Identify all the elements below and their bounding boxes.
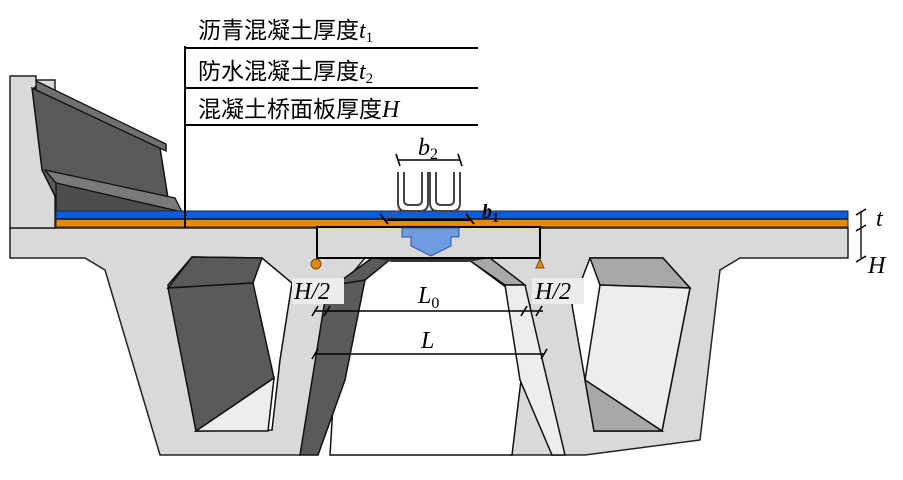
wheel-right-icon	[429, 172, 461, 212]
legend-waterproof: 防水混凝土厚度t2	[198, 59, 373, 87]
dual-wheel-load	[385, 172, 471, 221]
right-box-cell	[571, 257, 692, 433]
layer-legend: 沥青混凝土厚度t1 防水混凝土厚度t2 混凝土桥面板厚度H	[184, 18, 478, 228]
crash-barrier	[31, 79, 184, 213]
dimension-L: L	[311, 328, 548, 360]
design-strip	[310, 226, 545, 270]
label-b2: b2	[418, 135, 438, 163]
dimension-L0: H/2 H/2 L0	[292, 278, 584, 317]
legend-asphalt: 沥青混凝土厚度t1	[198, 18, 373, 46]
right-cell-floor	[583, 378, 665, 432]
label-b1: b1	[482, 201, 499, 226]
label-L0: L0	[417, 283, 439, 312]
central-right-web-face	[504, 284, 566, 456]
left-cell-floor	[193, 376, 275, 432]
label-half-thickness-right: H/2	[534, 279, 571, 305]
left-box-cell	[166, 256, 293, 433]
label-half-thickness-left: H/2	[293, 279, 330, 305]
roller-support-icon	[535, 257, 545, 269]
asphalt-layer	[55, 210, 849, 220]
label-H: H	[867, 253, 887, 279]
label-L: L	[420, 328, 434, 354]
label-t: t	[876, 206, 884, 232]
load-distribution-shape	[401, 227, 460, 257]
central-opening	[299, 257, 566, 456]
dimension-t-H: t H	[855, 206, 887, 279]
wheel-left-icon	[397, 172, 429, 212]
pin-support-icon	[310, 258, 322, 270]
dimension-b2: b2	[395, 135, 463, 167]
legend-deck: 混凝土桥面板厚度H	[198, 97, 401, 123]
dimension-b1: b1	[379, 201, 499, 226]
